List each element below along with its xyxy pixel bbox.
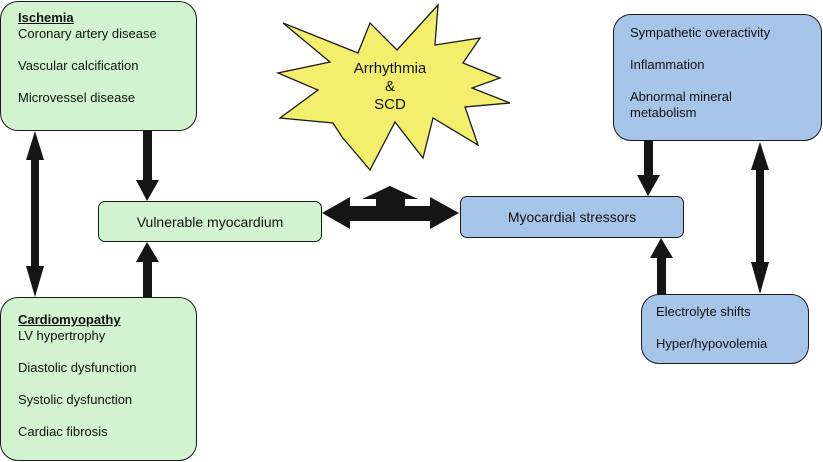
volume-factors-box: Electrolyte shifts Hyper/hypovolemia xyxy=(641,294,809,364)
ischemia-title: Ischemia xyxy=(18,10,74,25)
burst-line-3: SCD xyxy=(374,96,406,113)
volume-item: Electrolyte shifts xyxy=(656,304,751,319)
burst-line-2: & xyxy=(384,78,395,95)
cardiomyopathy-box: Cardiomyopathy LV hypertrophy Diastolic … xyxy=(0,297,197,461)
arrow-ischemia-to-vulnerable xyxy=(136,130,159,201)
arrow-cardiomyopathy-to-vulnerable xyxy=(136,242,159,297)
arrow-systemic-to-stressors xyxy=(637,141,660,196)
systemic-item: Sympathetic overactivity xyxy=(630,25,771,40)
myocardial-stressors-label: Myocardial stressors xyxy=(507,209,637,225)
arrhythmia-burst-shape xyxy=(275,3,511,172)
double-arrow-ischemia-cardiomyopathy xyxy=(26,131,44,297)
ischemia-item: Microvessel disease xyxy=(18,90,136,105)
double-arrow-systemic-volume xyxy=(751,142,769,294)
cardiomyopathy-item: Systolic dysfunction xyxy=(18,392,133,407)
vulnerable-myocardium-box: Vulnerable myocardium xyxy=(98,201,322,242)
volume-item: Hyper/hypovolemia xyxy=(656,336,768,351)
arrow-volume-to-stressors xyxy=(650,238,673,295)
burst-line-1: Arrhythmia xyxy=(353,60,427,77)
ischemia-item: Vascular calcification xyxy=(18,58,139,73)
systemic-item: Inflammation xyxy=(630,57,705,72)
cardiomyopathy-title: Cardiomyopathy xyxy=(18,312,121,327)
systemic-factors-box: Sympathetic overactivity Inflammation Ab… xyxy=(613,14,822,141)
arrhythmia-scd-label: Arrhythmia & SCD xyxy=(340,60,440,114)
ischemia-item: Coronary artery disease xyxy=(18,26,157,41)
cardiomyopathy-item: Cardiac fibrosis xyxy=(18,424,108,439)
ischemia-box: Ischemia Coronary artery disease Vascula… xyxy=(0,1,197,131)
cardiomyopathy-item: LV hypertrophy xyxy=(18,328,106,343)
cardiomyopathy-item: Diastolic dysfunction xyxy=(18,360,137,375)
systemic-item: Abnormal mineral metabolism xyxy=(630,89,732,120)
three-way-arrow xyxy=(322,186,459,229)
myocardial-stressors-box: Myocardial stressors xyxy=(460,196,684,238)
vulnerable-myocardium-label: Vulnerable myocardium xyxy=(136,213,284,230)
